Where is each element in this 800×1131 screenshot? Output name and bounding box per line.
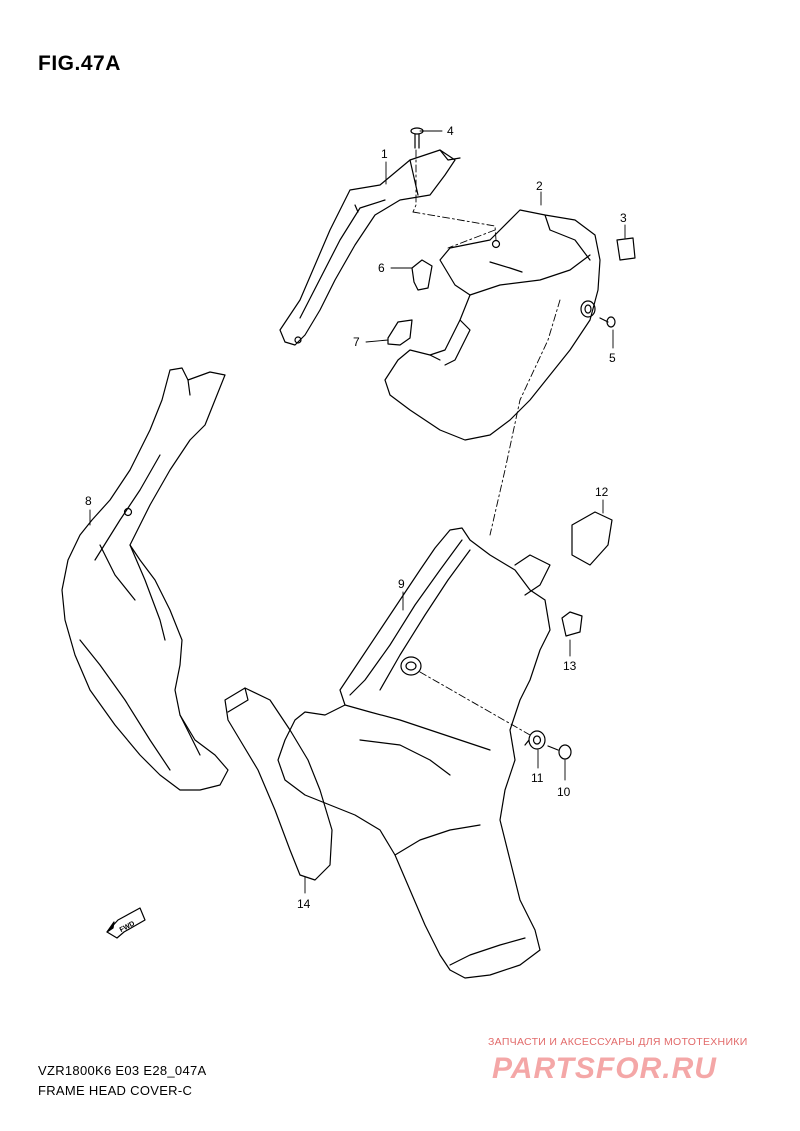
part-5-grommet-screw <box>580 300 616 328</box>
leader-lines <box>412 149 561 736</box>
part-11-grommet <box>524 730 546 750</box>
part-6-clip <box>411 259 433 291</box>
part-10-screw <box>547 744 572 760</box>
callout-14: 14 <box>297 897 311 911</box>
part-9-main-cover <box>277 527 551 979</box>
callout-3: 3 <box>620 211 627 225</box>
callout-1: 1 <box>381 147 388 161</box>
part-2-upper-cover <box>384 209 601 441</box>
part-7-clip <box>387 319 413 346</box>
callout-6: 6 <box>378 261 385 275</box>
part-8-left-cover <box>61 367 229 791</box>
callout-12: 12 <box>595 485 609 499</box>
callout-13: 13 <box>563 659 577 673</box>
callout-5: 5 <box>609 351 616 365</box>
part-1-bracket <box>279 149 461 346</box>
callout-4: 4 <box>447 124 454 138</box>
part-13-clip <box>561 611 583 637</box>
part-3-pad <box>616 237 636 261</box>
callout-leaders <box>89 130 626 894</box>
callout-9: 9 <box>398 577 405 591</box>
callout-2: 2 <box>536 179 543 193</box>
part-12-pad <box>571 511 613 566</box>
watermark-brand: PARTSFOR.RU <box>492 1052 717 1085</box>
fwd-arrow-icon <box>106 907 146 939</box>
part-14-seal <box>224 687 333 881</box>
callout-8: 8 <box>85 494 92 508</box>
watermark-tagline: ЗАПЧАСТИ И АКСЕССУАРЫ ДЛЯ МОТОТЕХНИКИ <box>488 1036 748 1048</box>
callout-11: 11 <box>531 771 544 785</box>
model-code: VZR1800K6 E03 E28_047A <box>38 1063 207 1078</box>
figure-caption: FRAME HEAD COVER-C <box>38 1083 193 1098</box>
callout-7: 7 <box>353 335 360 349</box>
figure-title: FIG.47A <box>38 52 121 75</box>
callout-10: 10 <box>557 785 571 799</box>
